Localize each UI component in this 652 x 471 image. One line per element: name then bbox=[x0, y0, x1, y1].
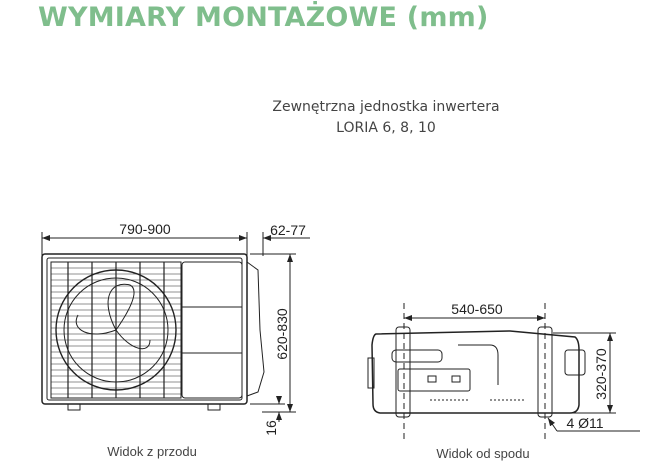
front-height-dimension: 620-830 bbox=[274, 308, 290, 360]
front-width-dimension: 790-900 bbox=[119, 221, 171, 237]
model-subtitle: LORIA 6, 8, 10 bbox=[336, 120, 436, 136]
front-foot-dimension: 16 bbox=[263, 420, 279, 436]
front-view-caption: Widok z przodu bbox=[107, 444, 197, 459]
unit-subtitle: Zewnętrzna jednostka inwertera bbox=[272, 99, 500, 115]
bottom-depth-dimension: 320-370 bbox=[593, 348, 609, 400]
mounting-holes-dimension: 4 Ø11 bbox=[566, 415, 603, 431]
bottom-view-caption: Widok od spodu bbox=[436, 446, 529, 461]
bottom-view-drawing bbox=[367, 303, 640, 440]
page-title: WYMIARY MONTAŻOWE (mm) bbox=[38, 2, 489, 33]
bottom-mount-dimension: 540-650 bbox=[451, 301, 503, 317]
front-side-dimension: 62-77 bbox=[270, 222, 306, 238]
front-view-drawing bbox=[41, 232, 310, 422]
